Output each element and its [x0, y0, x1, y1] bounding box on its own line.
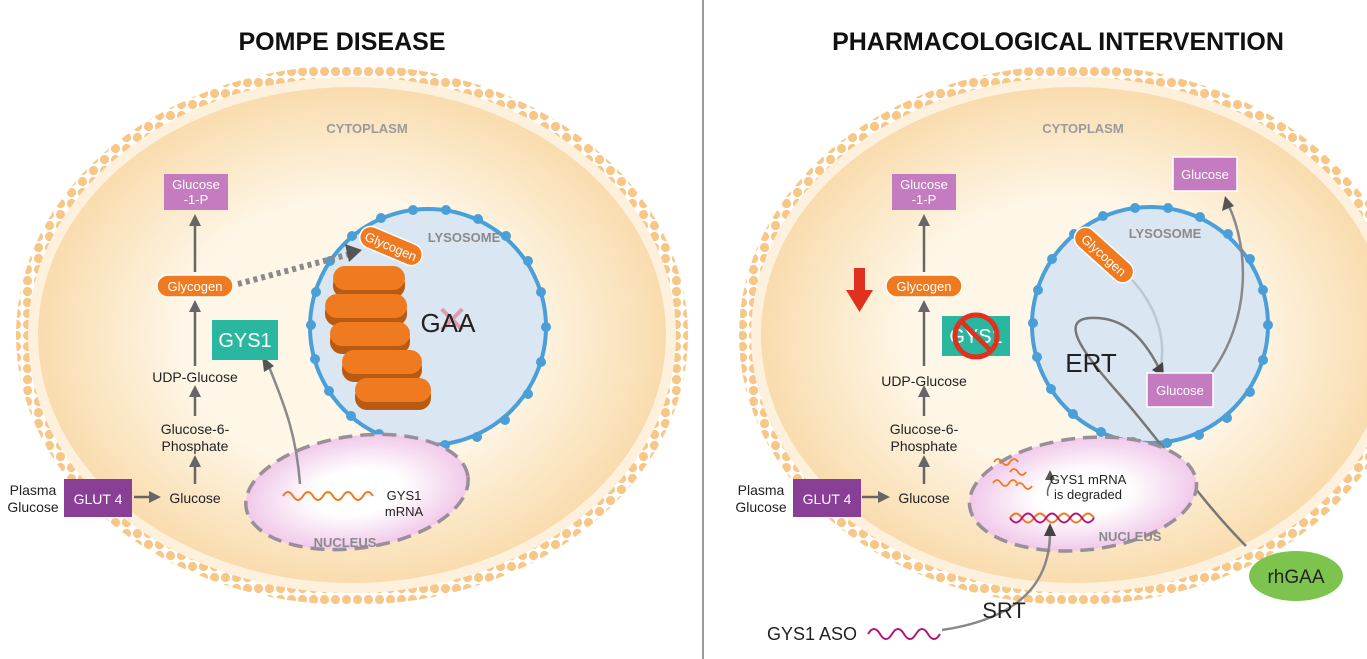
- lysosome-glucose-label: Glucose: [1156, 383, 1204, 398]
- glucose-1p-line2: -1-P: [184, 192, 209, 207]
- exported-glucose-label: Glucose: [1181, 167, 1229, 182]
- mrna-degraded-line2: is degraded: [1054, 487, 1122, 502]
- left-title: POMPE DISEASE: [239, 28, 446, 56]
- srt-arrowhead: [1044, 523, 1056, 536]
- g6p-line1-right: Glucose-6-: [890, 421, 959, 437]
- lysosome-label: LYSOSOME: [428, 230, 501, 245]
- glucose-1p-line2-right: -1-P: [912, 192, 937, 207]
- udp-glucose-label: UDP-Glucose: [152, 369, 238, 385]
- aso-mrna-duplex: [1009, 512, 1095, 524]
- glycogen-breakdown-arrow: [1131, 279, 1164, 369]
- srt-label: SRT: [982, 598, 1026, 623]
- glut4-box-right: [793, 479, 861, 517]
- glut4-label: GLUT 4: [74, 491, 123, 507]
- translation-arrow: [266, 363, 302, 485]
- plasma-glucose-line2: Glucose: [7, 499, 59, 515]
- plasma-glucose-line1-right: Plasma: [738, 482, 785, 498]
- pathway-arrowheads-right: [878, 214, 930, 503]
- gaa-deficient: ✕ GAA: [421, 299, 477, 343]
- glucose-1p-box-right: [892, 174, 956, 210]
- glycogen-label: Glycogen: [168, 279, 223, 294]
- glucose-export-arrowhead: [1222, 196, 1234, 211]
- cytoplasm-label-right: CYTOPLASM: [1042, 121, 1123, 136]
- glucose-export-arrow: [1210, 203, 1245, 373]
- mrna-degraded-line1: GYS1 mRNA: [1050, 472, 1127, 487]
- glycogen-pill: [156, 274, 234, 298]
- glucose-label-right: Glucose: [898, 490, 950, 506]
- g6p-line2: Phosphate: [162, 438, 229, 454]
- degradation-arrowhead: [1045, 470, 1055, 480]
- cytoplasm-label: CYTOPLASM: [326, 121, 407, 136]
- glucose-label: Glucose: [169, 490, 221, 506]
- plasma-glucose-line1: Plasma: [10, 482, 57, 498]
- glycogen-transport-arrow: [237, 251, 351, 287]
- glycogen-transport-arrowhead: [345, 244, 362, 262]
- glycogen-accumulation: [325, 266, 431, 410]
- degraded-mrna-fragments: [992, 458, 1033, 490]
- ert-label: ERT: [1065, 348, 1117, 378]
- glucose-1p-line1: Glucose: [172, 177, 220, 192]
- right-title: PHARMACOLOGICAL INTERVENTION: [832, 28, 1284, 56]
- gys1-box: [212, 320, 278, 360]
- glycogen-label-right: Glycogen: [897, 279, 952, 294]
- nucleus-label: NUCLEUS: [314, 535, 377, 550]
- rhgaa-label: rhGAA: [1267, 567, 1324, 588]
- exported-glucose-box: [1172, 156, 1238, 192]
- srt-arrow: [941, 531, 1052, 632]
- nucleus: [244, 432, 470, 552]
- inhibition-icon: [952, 312, 1000, 360]
- left-panel: POMPE DISEASE CYTOPLASM LYSOSOME: [7, 28, 688, 605]
- gys1-aso-label: GYS1 ASO: [767, 624, 857, 644]
- gaa-x-mark: ✕: [435, 299, 469, 343]
- mrna-squiggle: [282, 491, 374, 501]
- glucose-1p-line1-right: Glucose: [900, 177, 948, 192]
- gys1-mrna-line1: GYS1: [387, 488, 422, 503]
- plasma-glucose-line2-right: Glucose: [735, 499, 787, 515]
- lysosome-glucose-box: [1146, 372, 1214, 408]
- glycogen-pill-right: [885, 274, 963, 298]
- aso-squiggle: [867, 628, 941, 640]
- lysosome-label-right: LYSOSOME: [1129, 226, 1202, 241]
- right-panel: PHARMACOLOGICAL INTERVENTION CYTOPLASM L…: [735, 28, 1367, 644]
- decrease-arrow-icon: [846, 268, 873, 312]
- glut4-box: [64, 479, 132, 517]
- pathway-arrowheads: [149, 214, 201, 503]
- udp-glucose-label-right: UDP-Glucose: [881, 373, 967, 389]
- gaa-label: GAA: [421, 308, 477, 338]
- g6p-line2-right: Phosphate: [891, 438, 958, 454]
- rhgaa-ellipse: [1249, 551, 1343, 601]
- nucleus-label-right: NUCLEUS: [1099, 529, 1162, 544]
- glut4-label-right: GLUT 4: [803, 491, 852, 507]
- gys1-label: GYS1: [218, 330, 271, 352]
- g6p-line1: Glucose-6-: [161, 421, 230, 437]
- gys1-mrna-line2: mRNA: [385, 504, 424, 519]
- glucose-1p-box: [164, 174, 228, 210]
